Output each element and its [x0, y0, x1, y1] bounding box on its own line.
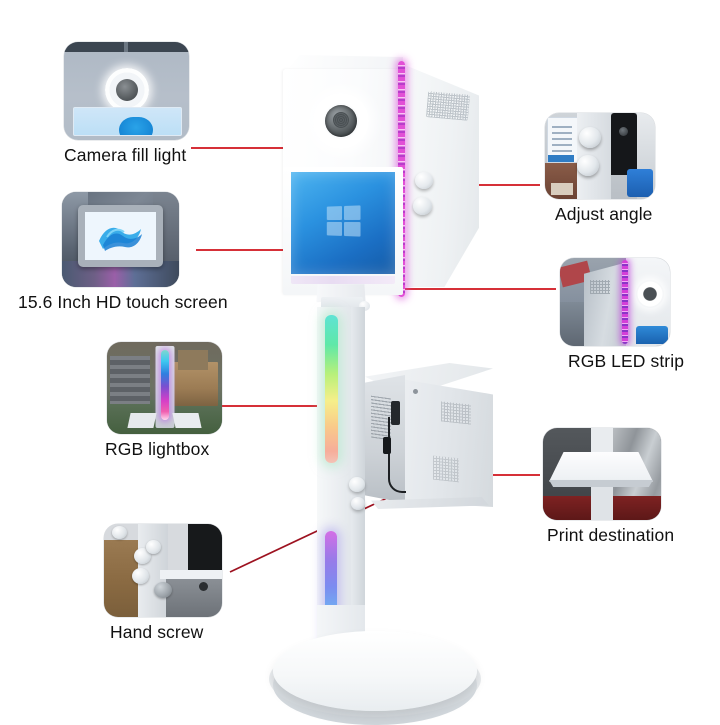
- callout-rgb-led-strip: RGB LED strip: [560, 258, 684, 371]
- hand-screw-thumb: [104, 524, 222, 617]
- callout-print-destination: Print destination: [543, 428, 674, 545]
- touch-screen-display[interactable]: [291, 172, 395, 274]
- adjust-angle-knob-upper[interactable]: [415, 172, 433, 189]
- callout-rgb-lightbox: RGB lightbox: [105, 342, 222, 459]
- tilt-bracket-knob[interactable]: [359, 301, 370, 311]
- windows-11-wallpaper-icon: [98, 227, 142, 251]
- rgb-led-strip-thumb: [560, 258, 670, 346]
- callout-label-hand-screw: Hand screw: [110, 622, 204, 642]
- callout-label-touch-screen: 15.6 Inch HD touch screen: [18, 292, 228, 312]
- printer-vent-lower: [433, 455, 459, 483]
- hand-screw-lower[interactable]: [351, 497, 365, 510]
- printer-port: [391, 401, 400, 425]
- callout-label-rgb-led-strip: RGB LED strip: [568, 351, 685, 371]
- round-base-disc: [273, 631, 477, 711]
- callout-hand-screw: Hand screw: [104, 524, 222, 642]
- adjust-angle-thumb: [545, 113, 655, 199]
- rgb-lightbox-strip-upper: [325, 315, 338, 463]
- windows-logo-icon: [326, 205, 361, 237]
- callout-camera-fill-light: Camera fill light: [64, 42, 189, 165]
- hand-screw-upper[interactable]: [349, 477, 365, 492]
- printer-cable: [388, 417, 406, 493]
- callout-label-rgb-lightbox: RGB lightbox: [105, 439, 210, 459]
- print-destination-thumb: [543, 428, 661, 520]
- speaker-grille-icon: [425, 91, 471, 121]
- touch-screen-thumb: [62, 192, 179, 287]
- callout-label-adjust-angle: Adjust angle: [555, 204, 653, 224]
- callout-touch-screen: 15.6 Inch HD touch screen: [18, 192, 228, 312]
- printer-indicator-dot: [413, 389, 418, 394]
- callout-adjust-angle: Adjust angle: [545, 113, 655, 224]
- monitor-foot: [291, 276, 395, 284]
- printer-shelf: [371, 497, 489, 509]
- photo-booth-product: [255, 45, 515, 725]
- camera-lens-icon: [325, 105, 357, 137]
- camera-fill-light-thumb: [64, 42, 189, 140]
- callout-label-print-destination: Print destination: [547, 525, 675, 545]
- adjust-angle-knob-lower[interactable]: [413, 197, 432, 215]
- rgb-lightbox-thumb: [107, 342, 222, 434]
- printer-plug: [383, 437, 391, 454]
- printer-vent-upper: [441, 401, 471, 425]
- printer-side-panel: [397, 378, 493, 507]
- callout-label-camera-fill-light: Camera fill light: [64, 145, 187, 165]
